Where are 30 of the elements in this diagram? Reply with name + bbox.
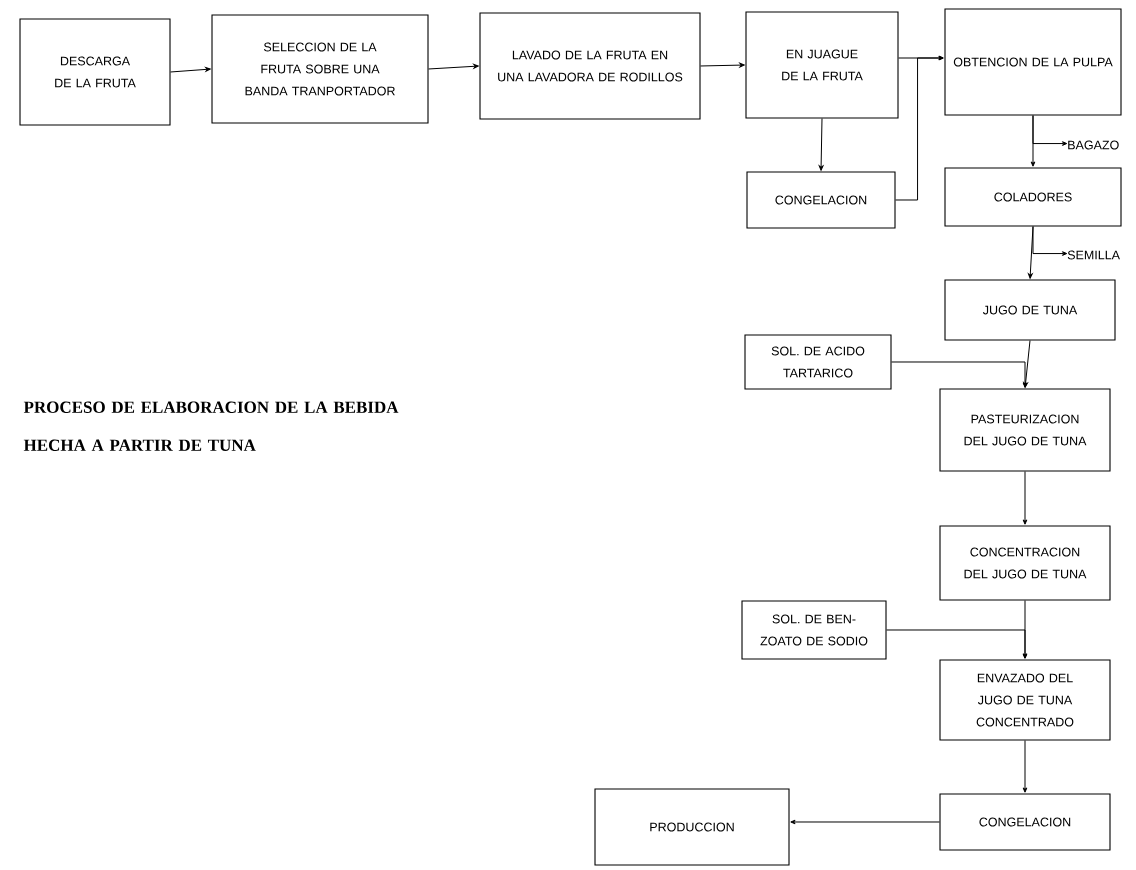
process-box: SOL. DE BEN- ZOATO DE SODIO (741, 600, 887, 660)
arrow (1022, 471, 1028, 525)
arrow (891, 361, 1028, 388)
arrow (886, 629, 1028, 659)
process-box: JUGO DE TUNA (944, 279, 1116, 341)
arrow (1022, 740, 1028, 793)
process-box: LAVADO DE LA FRUTA EN UNA LAVADORA DE RODILLOS (479, 12, 701, 120)
arrow (700, 62, 745, 68)
arrow (895, 55, 944, 201)
arrow (818, 118, 824, 171)
title: PROCESO DE ELABORACION DE LA BEBIDA HECHA A PARTIR DE TUNA (23, 401, 399, 451)
output-label: BAGAZO (1068, 140, 1119, 150)
process-box: PRODUCCION (594, 788, 790, 866)
process-box: COLADORES (944, 167, 1122, 227)
process-box: SELECCION DE LA FRUTA SOBRE UNA BANDA TRANPORTADOR (211, 14, 429, 124)
process-box: EN JUAGUE DE LA FRUTA (745, 11, 899, 119)
process-box: SOL. DE ACIDO TARTARICO (744, 334, 892, 390)
arrow (790, 819, 940, 825)
arrow (428, 64, 479, 70)
arrow (170, 67, 211, 73)
process-box: CONGELACION (746, 171, 896, 229)
arrow (1032, 226, 1068, 256)
process-box: PASTEURIZACION DEL JUGO DE TUNA (939, 388, 1111, 472)
process-box: CONCENTRACION DEL JUGO DE TUNA (939, 525, 1111, 601)
process-box: DESCARGA DE LA FRUTA (19, 18, 171, 126)
output-label: SEMILLA (1067, 250, 1120, 260)
process-box: ENVAZADO DEL JUGO DE TUNA CONCENTRADO (939, 659, 1111, 741)
arrow (1032, 115, 1068, 146)
process-box: OBTENCION DE LA PULPA (944, 8, 1122, 116)
process-box: CONGELACION (939, 793, 1111, 851)
